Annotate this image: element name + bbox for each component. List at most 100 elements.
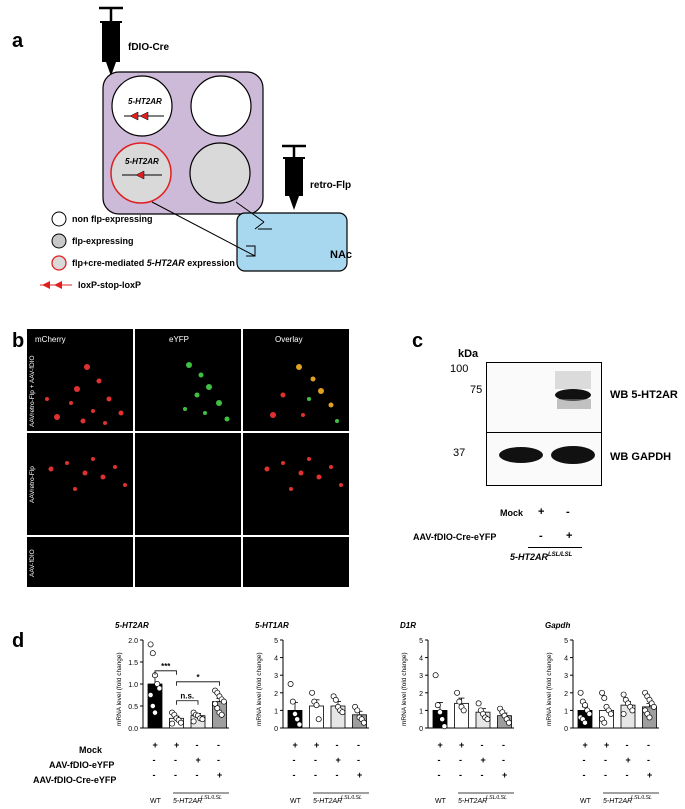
point-2-2-0 [475, 700, 482, 707]
point-1-2-4 [339, 709, 346, 716]
cond-2-0-2: - [481, 740, 484, 750]
cond-2-2-2: - [481, 770, 484, 780]
genotype-label-c: 5-HT2ARLSL/LSL [510, 552, 573, 562]
marker-75: 75 [470, 384, 483, 396]
cond-0-0-1: + [174, 740, 179, 750]
cond-1-0-2: - [336, 740, 339, 750]
genotype-wt-2: WT [435, 798, 447, 805]
cond-1-0-1: + [314, 740, 319, 750]
row-label-2: AAVretro-Flp [29, 466, 36, 503]
cond-1-2-0: - [293, 770, 296, 780]
legend-flp-cre: flp+cre-mediated 5-HT2AR expression [72, 258, 235, 268]
fdio-cre-label: fDIO-Cre [128, 42, 170, 53]
well-gene-label-bottom: 5-HT2AR [125, 157, 159, 166]
cond-cre-v1: - [539, 530, 543, 542]
cond-0-1-1: - [174, 755, 177, 765]
cond-0-2-1: - [174, 770, 177, 780]
legend-loxp: loxP-stop-loxP [78, 280, 142, 290]
cond-2-1-0: - [438, 755, 441, 765]
point-1-1-2 [313, 702, 320, 709]
row-label-3: AAV-fDIO [29, 549, 36, 577]
genotype-sup-3: LSL/LSL [631, 795, 652, 801]
cond-2-1-2: + [481, 755, 486, 765]
cond-1-1-3: - [357, 755, 360, 765]
cond-1-1-0: - [293, 755, 296, 765]
point-1-1-0 [309, 689, 316, 696]
y-tick-label-3-0: 0 [564, 726, 568, 733]
y-axis-label-3: mRNA level (fold change) [546, 652, 553, 726]
micrograph-r1-c1: mCherry AAVretro-Flp + AAV-fDIO [27, 329, 133, 431]
cond-2-2-1: - [459, 770, 462, 780]
y-tick-label-0-1: 0.5 [128, 704, 138, 711]
point-3-1-4 [607, 710, 614, 717]
chart-title-2: D1R [400, 621, 416, 630]
cond-3-2-0: - [583, 770, 586, 780]
legend-flp: flp-expressing [72, 236, 134, 246]
cond-1-1-2: + [336, 755, 341, 765]
marker-37: 37 [453, 447, 466, 459]
y-tick-label-1-2: 2 [274, 691, 278, 698]
cond-0-0-2: - [196, 740, 199, 750]
micrograph-r2-c1: AAVretro-Flp [27, 433, 133, 535]
point-3-2-5 [620, 710, 627, 717]
cond-1-2-2: - [336, 770, 339, 780]
y-axis-label-0: mRNA level (fold change) [116, 652, 123, 726]
well-top-right [190, 75, 252, 137]
genotype-sup-1: LSL/LSL [341, 795, 362, 801]
point-3-3-4 [650, 703, 657, 710]
micrograph-r2-c3 [243, 433, 349, 535]
point-3-3-7 [646, 714, 653, 721]
micrograph-r3-c3 [243, 537, 349, 587]
nac-region [236, 212, 348, 272]
bar-1-1 [309, 705, 324, 729]
genotype-sup-0: LSL/LSL [201, 795, 222, 801]
cond-2-2-3: + [502, 770, 507, 780]
blot-gapdh [486, 432, 602, 486]
cond-3-0-2: - [626, 740, 629, 750]
column-title-mcherry: mCherry [35, 335, 66, 344]
y-tick-label-2-4: 4 [419, 656, 423, 663]
nac-label: NAc [330, 249, 353, 261]
cond-mock-v2: - [566, 506, 570, 518]
y-tick-label-3-2: 2 [564, 691, 568, 698]
point-2-1-0 [454, 689, 461, 696]
genotype-mut-3: 5-HT2AR [603, 798, 632, 805]
sig-bracket-2 [176, 700, 199, 705]
cond-0-2-3: + [217, 770, 222, 780]
point-3-2-4 [629, 707, 636, 714]
y-tick-label-1-1: 1 [274, 708, 278, 715]
row-cre-label: AAV-fDIO-Cre-eYFP [33, 775, 117, 785]
cond-0-1-3: - [217, 755, 220, 765]
point-2-0-0 [432, 672, 439, 679]
genotype-sup-2: LSL/LSL [486, 795, 507, 801]
cond-0-2-0: - [153, 770, 156, 780]
cond-cre-v2: + [566, 530, 573, 542]
kda-label: kDa [458, 348, 479, 360]
point-0-0-1 [149, 650, 156, 657]
y-tick-label-2-2: 2 [419, 691, 423, 698]
retro-flp-label: retro-Flp [310, 180, 352, 191]
panel-label-a: a [12, 30, 24, 52]
point-0-2-5 [190, 718, 197, 725]
y-tick-label-3-3: 3 [564, 673, 568, 680]
cond-0-2-2: - [196, 770, 199, 780]
point-2-0-1 [434, 702, 441, 709]
point-1-0-3 [294, 716, 301, 723]
cond-3-0-3: - [647, 740, 650, 750]
point-0-0-6 [149, 703, 156, 709]
sig-bracket-3-label: * [196, 673, 200, 682]
genotype-wt-1: WT [290, 798, 302, 805]
micrograph-r1-c2: eYFP [135, 329, 241, 431]
point-0-3-8 [218, 711, 225, 718]
cond-2-0-3: - [502, 740, 505, 750]
chart-title-3: Gapdh [545, 621, 570, 630]
y-axis-label-2: mRNA level (fold change) [401, 652, 408, 726]
genotype-mut-1: 5-HT2AR [313, 798, 342, 805]
point-0-1-5 [169, 720, 176, 727]
y-tick-label-1-5: 5 [274, 638, 278, 645]
y-tick-label-3-4: 4 [564, 656, 568, 663]
point-2-1-1 [456, 698, 463, 705]
point-2-1-3 [460, 707, 467, 714]
cond-3-1-1: - [604, 755, 607, 765]
column-title-overlay: Overlay [275, 335, 303, 344]
